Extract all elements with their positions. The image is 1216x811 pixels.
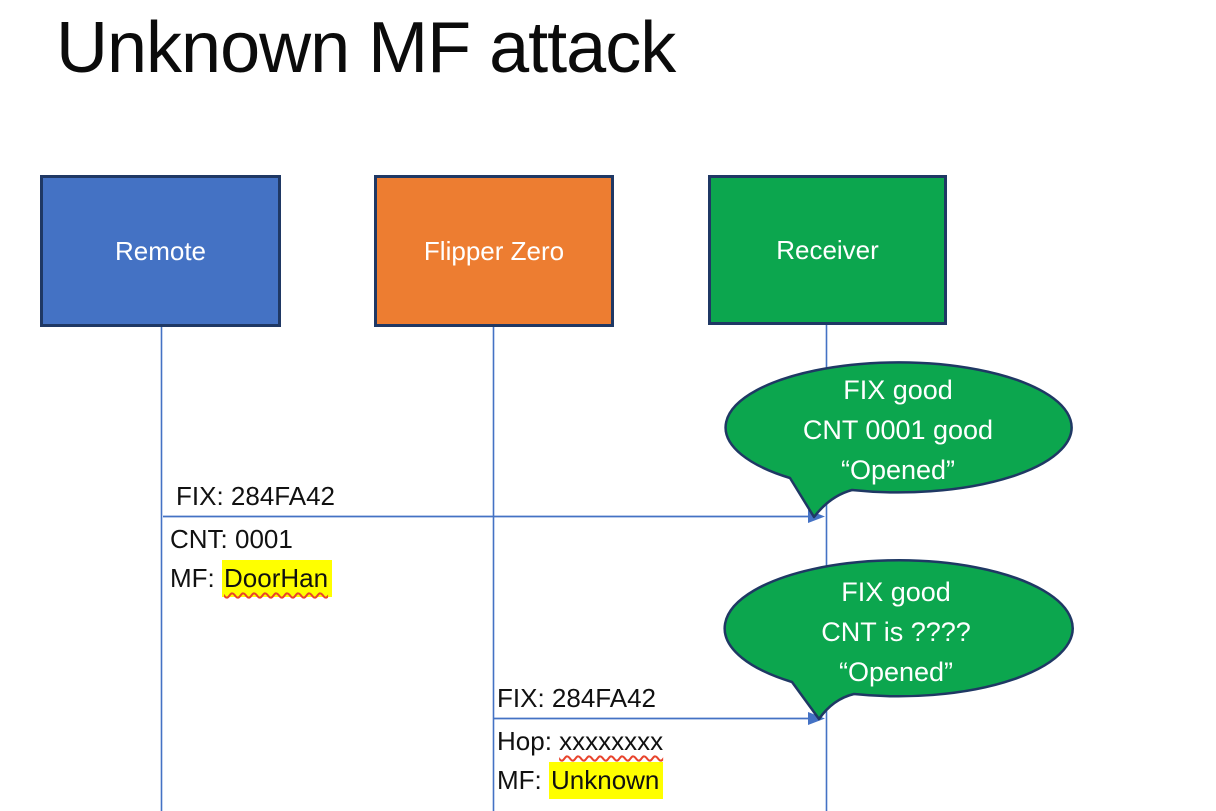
message-1-details: CNT: 0001 MF: DoorHan xyxy=(170,520,333,598)
actor-label-receiver: Receiver xyxy=(776,234,879,265)
message-1-mf-prefix: MF: xyxy=(170,563,222,593)
actor-box-remote: Remote xyxy=(40,175,281,327)
callout-2-line-3: “Opened” xyxy=(838,657,954,687)
callout-1-text: FIX good CNT 0001 good “Opened” xyxy=(733,370,1063,490)
callout-2-shape xyxy=(723,559,1074,721)
message-2-details: Hop: xxxxxxxx MF: Unknown xyxy=(497,722,664,800)
message-2-fix-label: FIX: 284FA42 xyxy=(497,679,656,718)
message-2-mf-line: MF: Unknown xyxy=(497,761,664,800)
message-2-hop-line: Hop: xxxxxxxx xyxy=(497,722,663,761)
message-1-fix-text: FIX: 284FA42 xyxy=(176,481,335,511)
actor-label-flipper-zero: Flipper Zero xyxy=(423,235,565,266)
actor-box-receiver: Receiver xyxy=(708,175,947,325)
callout-1-line-2: CNT 0001 good xyxy=(802,415,994,445)
message-1-fix-label: FIX: 284FA42 xyxy=(176,477,335,516)
message-2-mf-prefix: MF: xyxy=(497,765,549,795)
callout-2-line-2: CNT is ???? xyxy=(821,617,971,647)
callout-1-line-3: “Opened” xyxy=(840,455,956,485)
message-1-cnt-line: CNT: 0001 xyxy=(170,520,332,559)
message-1-cnt-prefix: CNT: xyxy=(170,524,235,554)
message-1-mf-line: MF: DoorHan xyxy=(170,559,333,598)
callout-1-shape xyxy=(724,361,1073,519)
message-1-cnt-value: 0001 xyxy=(235,524,293,554)
message-2-fix-text: FIX: 284FA42 xyxy=(497,683,656,713)
message-1-mf-value-highlighted: DoorHan xyxy=(222,560,333,597)
message-2-mf-value-highlighted: Unknown xyxy=(549,762,664,799)
slide-title: Unknown MF attack xyxy=(56,8,676,88)
actor-box-flipper-zero: Flipper Zero xyxy=(374,175,614,327)
actor-label-remote: Remote xyxy=(114,235,207,266)
message-2-hop-prefix: Hop: xyxy=(497,726,560,756)
arrow-2-head xyxy=(808,712,825,725)
message-2-hop-value: xxxxxxxx xyxy=(559,726,664,756)
callout-1-line-1: FIX good xyxy=(843,375,953,405)
callout-2-line-1: FIX good xyxy=(841,577,951,607)
callout-2-text: FIX good CNT is ???? “Opened” xyxy=(731,572,1061,692)
